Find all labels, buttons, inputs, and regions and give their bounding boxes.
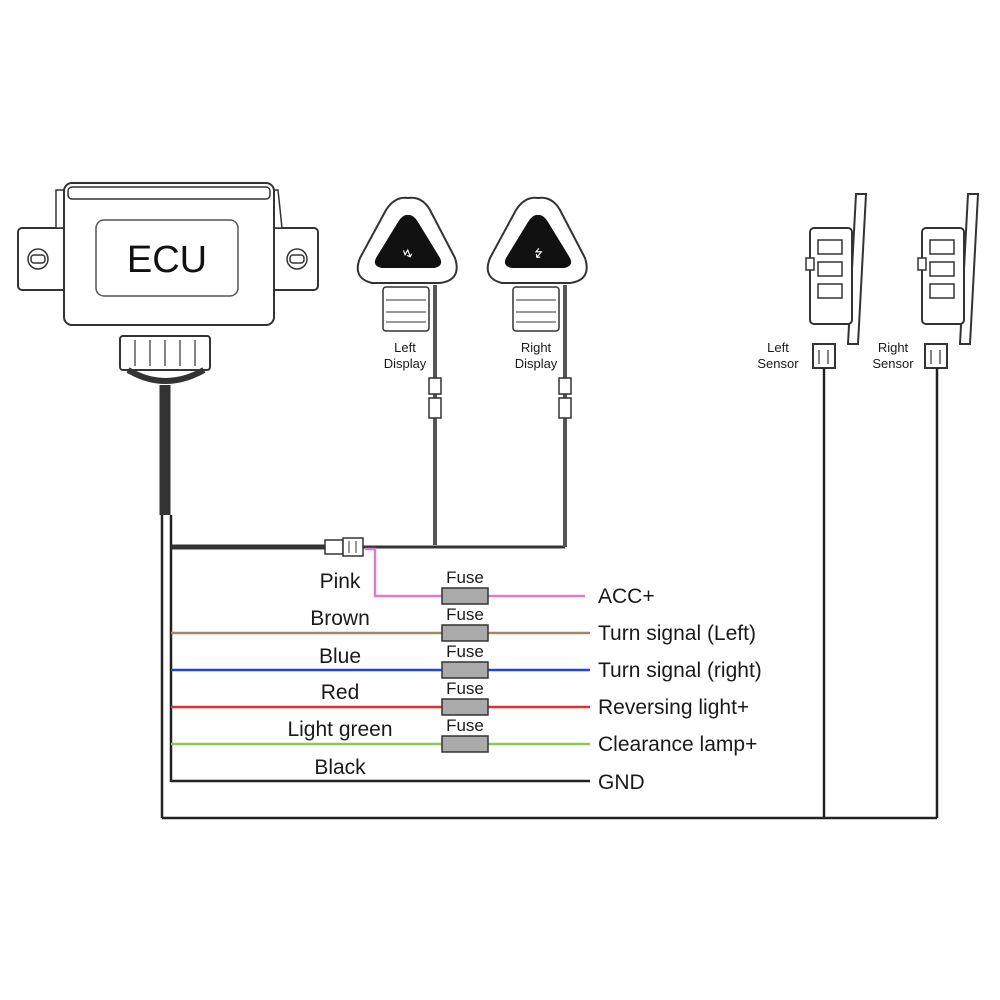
wire-brown-fuse-label: Fuse [446, 605, 484, 624]
wire-blue-fuse [441, 661, 489, 679]
sensor-left-label-line2: Sensor [757, 356, 799, 371]
sensor-left-label-line1: Left [767, 340, 789, 355]
wire-brown-destination: Turn signal (Left) [598, 622, 756, 645]
ecu-right-screw-hole [286, 248, 308, 270]
wire-pink-name: Pink [320, 570, 361, 593]
display-left: ↯ Left Display [356, 196, 458, 545]
wire-harness [159, 385, 937, 820]
display-left-label-line1: Left [394, 340, 416, 355]
wire-red-row: Red Fuse Reversing light+ [171, 679, 749, 719]
wire-red-destination: Reversing light+ [598, 696, 749, 719]
wire-brown-row: Brown Fuse Turn signal (Left) [171, 605, 756, 645]
sensor-right-label-line1: Right [878, 340, 909, 355]
wire-blue-row: Blue Fuse Turn signal (right) [171, 642, 762, 682]
wire-red-fuse-label: Fuse [446, 679, 484, 698]
display-left-plug [428, 377, 442, 419]
ecu-left-screw-hole [27, 248, 49, 270]
display-right: ↯ Right Display [486, 196, 588, 547]
sensor-left-plug [812, 343, 836, 369]
sensor-right-label-line2: Sensor [872, 356, 914, 371]
wire-light-green-fuse-label: Fuse [446, 716, 484, 735]
display-left-screen [374, 214, 442, 268]
display-right-label-line2: Display [515, 356, 558, 371]
display-right-plug [558, 377, 572, 419]
wire-blue-destination: Turn signal (right) [598, 659, 762, 682]
wire-pink-destination: ACC+ [598, 585, 655, 608]
wire-light-green-destination: Clearance lamp+ [598, 733, 757, 756]
display-left-mount [382, 286, 430, 332]
wire-light-green-row: Light green Fuse Clearance lamp+ [171, 716, 757, 756]
wire-pink-fuse-label: Fuse [446, 568, 484, 587]
wire-red-name: Red [321, 681, 360, 704]
display-right-label-line1: Right [521, 340, 552, 355]
wire-black-destination: GND [598, 771, 645, 794]
wire-light-green-name: Light green [287, 718, 392, 741]
wire-pink-fuse [441, 587, 489, 605]
wire-blue-name: Blue [319, 645, 361, 668]
wire-pink-row: Pink Fuse ACC+ [320, 547, 655, 608]
ecu-label-panel [95, 219, 239, 297]
wire-black-row: Black GND [171, 756, 645, 794]
wire-brown-name: Brown [310, 607, 370, 630]
inline-connector [324, 537, 364, 557]
ecu-body-top-edge [67, 186, 271, 200]
sensor-right-plug [924, 343, 948, 369]
display-left-label-line2: Display [384, 356, 427, 371]
ecu-wire-bundle [126, 367, 206, 384]
display-right-mount [512, 286, 560, 332]
wire-brown-fuse [441, 624, 489, 642]
wire-black-name: Black [314, 756, 366, 779]
ecu-label: ECU [127, 239, 207, 281]
ecu-unit: ECU [17, 182, 319, 384]
display-right-screen [504, 214, 572, 268]
wire-blue-fuse-label: Fuse [446, 642, 484, 661]
sensor-right: Right Sensor [872, 193, 980, 818]
sensor-left: Left Sensor [757, 193, 868, 818]
wire-light-green-fuse [441, 735, 489, 753]
wire-red-fuse [441, 698, 489, 716]
